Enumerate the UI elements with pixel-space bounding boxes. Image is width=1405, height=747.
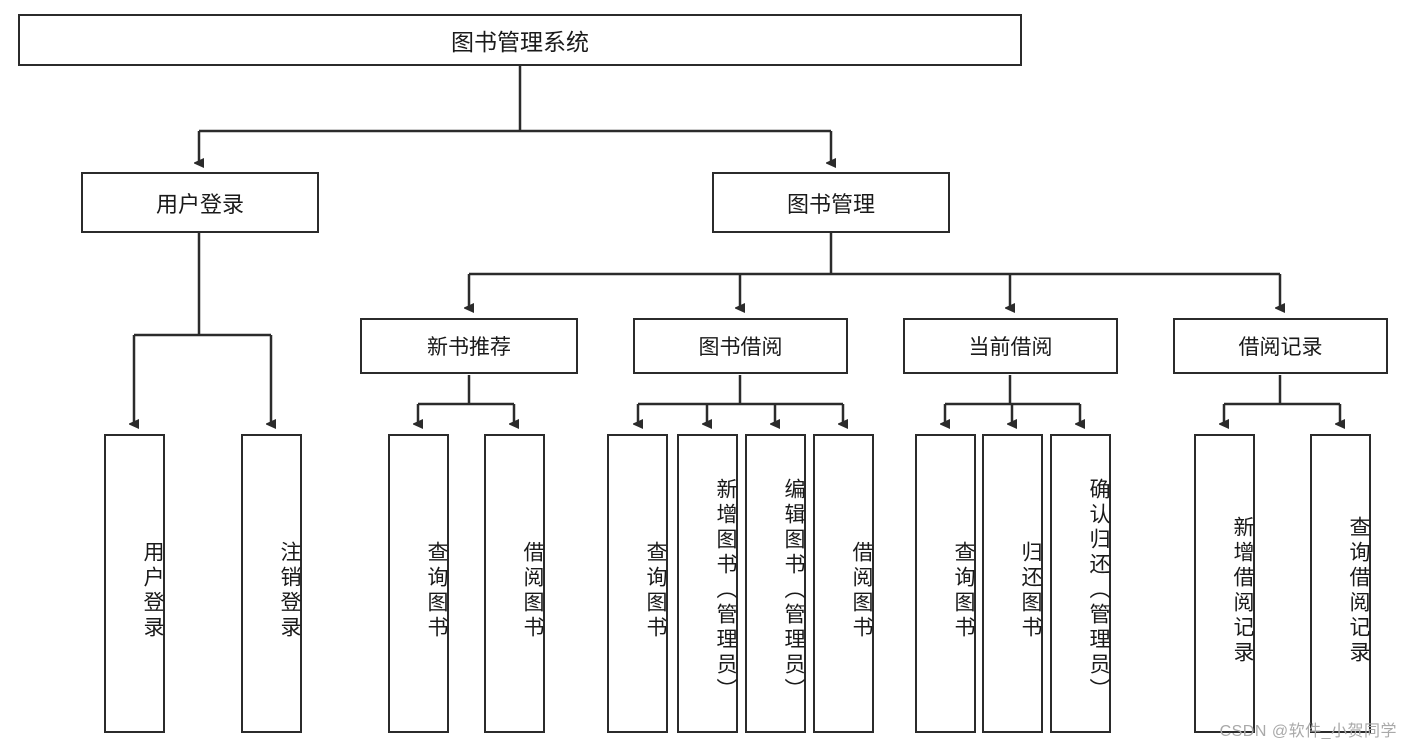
node-label: 借阅图书: [521, 540, 544, 641]
node-label: 图书管理: [786, 191, 875, 217]
node-label: 借阅记录: [1238, 336, 1323, 359]
node-label: 用户登录: [155, 191, 244, 217]
leaf-add-book-admin[interactable]: 新增图书（管理员）: [677, 434, 738, 733]
leaf-query-book-recommend[interactable]: 查询图书: [388, 434, 449, 733]
leaf-return-book[interactable]: 归还图书: [982, 434, 1043, 733]
node-label: 新书推荐: [427, 336, 511, 359]
node-root-system[interactable]: 图书管理系统: [18, 14, 1022, 66]
leaf-edit-book-admin[interactable]: 编辑图书（管理员）: [745, 434, 806, 733]
node-book-management[interactable]: 图书管理: [712, 172, 950, 233]
node-user-login[interactable]: 用户登录: [81, 172, 319, 233]
node-borrow-record[interactable]: 借阅记录: [1173, 318, 1388, 374]
leaf-user-login[interactable]: 用户登录: [104, 434, 165, 733]
node-label: 用户登录: [141, 540, 164, 641]
node-label: 图书管理系统: [451, 29, 589, 55]
watermark-text: CSDN @软件_小贺同学: [1219, 723, 1397, 740]
node-label: 注销登录: [278, 540, 301, 641]
node-label: 新增图书（管理员）: [714, 478, 737, 703]
leaf-logout[interactable]: 注销登录: [241, 434, 302, 733]
leaf-query-borrow-record[interactable]: 查询借阅记录: [1310, 434, 1371, 733]
node-current-borrow[interactable]: 当前借阅: [903, 318, 1118, 374]
node-label: 借阅图书: [850, 540, 873, 641]
node-label: 确认归还（管理员）: [1087, 478, 1110, 703]
node-book-borrow[interactable]: 图书借阅: [633, 318, 848, 374]
leaf-borrow-book-recommend[interactable]: 借阅图书: [484, 434, 545, 733]
node-new-book-recommend[interactable]: 新书推荐: [360, 318, 578, 374]
node-label: 查询借阅记录: [1347, 515, 1370, 666]
leaf-query-book-borrow[interactable]: 查询图书: [607, 434, 668, 733]
node-label: 编辑图书（管理员）: [782, 478, 805, 703]
node-label: 新增借阅记录: [1231, 515, 1254, 666]
node-label: 查询图书: [644, 540, 667, 641]
node-label: 查询图书: [425, 540, 448, 641]
node-label: 归还图书: [1019, 540, 1042, 641]
node-label: 图书借阅: [698, 336, 783, 359]
leaf-confirm-return-admin[interactable]: 确认归还（管理员）: [1050, 434, 1111, 733]
leaf-query-book-current[interactable]: 查询图书: [915, 434, 976, 733]
leaf-borrow-book[interactable]: 借阅图书: [813, 434, 874, 733]
leaf-add-borrow-record[interactable]: 新增借阅记录: [1194, 434, 1255, 733]
node-label: 查询图书: [952, 540, 975, 641]
node-label: 当前借阅: [968, 336, 1053, 359]
